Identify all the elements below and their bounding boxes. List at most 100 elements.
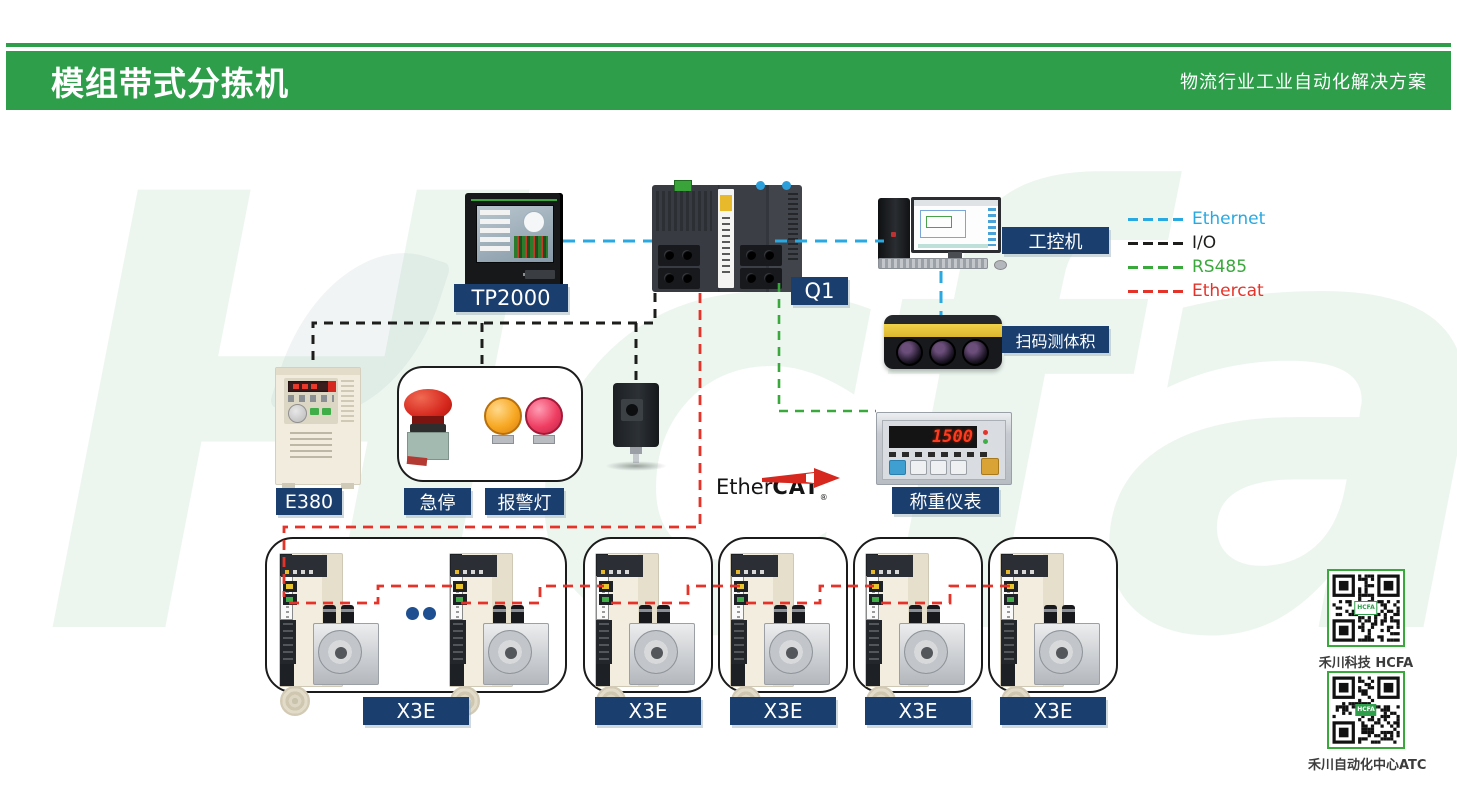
servo-drive-unit	[1000, 553, 1100, 716]
hmi-screen	[476, 205, 554, 263]
qr-pattern	[1332, 574, 1400, 642]
servo-group-box-5	[988, 537, 1118, 716]
plc-vent-grid	[656, 191, 712, 231]
inverter-vent	[341, 380, 354, 424]
inverter-dial	[288, 404, 307, 423]
servo-terminal-block	[450, 620, 466, 664]
hmi-label: TP2000	[454, 284, 568, 312]
sensor-lens	[626, 404, 638, 416]
servo-drive-display	[451, 555, 497, 577]
scale-label: 称重仪表	[892, 487, 999, 514]
scanner-lens	[929, 339, 956, 366]
qr-pattern	[1332, 676, 1400, 744]
page-subtitle: 物流行业工业自动化解决方案	[1180, 71, 1427, 93]
ethernet-dash-icon	[1128, 217, 1184, 221]
alarm-lamp-red	[525, 397, 563, 435]
alarm-light-label: 报警灯	[485, 488, 564, 515]
legend-label: RS485	[1192, 257, 1248, 277]
inverter-green-key	[322, 408, 331, 415]
motor-shaft	[921, 647, 933, 659]
servo-motor-body	[629, 623, 695, 685]
servo-label-1: X3E	[363, 697, 469, 725]
servo-motor-body	[899, 623, 965, 685]
ethercat-port-out	[599, 594, 613, 605]
ethercat-port-out	[869, 594, 883, 605]
estop-label: 急停	[404, 488, 471, 515]
servo-motor-body	[313, 623, 379, 685]
servo-drive-unit	[279, 553, 379, 716]
ethercat-dash-icon	[1128, 289, 1184, 293]
servo-terminal-block	[1001, 620, 1017, 664]
qr-code-hcfa: HCFA	[1327, 569, 1405, 647]
motor-cable-plug	[909, 605, 922, 623]
servo-drive-unit	[595, 553, 695, 716]
ethercat-port-out	[734, 594, 748, 605]
page-title: 模组带式分拣机	[51, 63, 289, 103]
servo-unit-slot	[1000, 553, 1100, 716]
ethercat-arrow-icon	[762, 468, 840, 488]
servo-drive-unit	[865, 553, 965, 716]
inverter-panel	[284, 378, 338, 424]
legend: Ethernet I/O RS485 Ethercat	[1128, 207, 1298, 303]
ipc-monitor	[911, 197, 1001, 253]
servo-terminal-block	[280, 620, 296, 664]
ethercat-port-out	[1004, 594, 1018, 605]
ethercat-logo: EtherCAT®	[716, 468, 846, 504]
ethercat-port-out	[453, 594, 467, 605]
legend-item-ethercat: Ethercat	[1128, 279, 1298, 303]
ethercat-port-in	[283, 581, 297, 592]
rs485-dash-icon	[1128, 265, 1184, 269]
servo-motor-body	[1034, 623, 1100, 685]
photo-sensor-device	[605, 383, 667, 471]
motor-cable-plug	[657, 605, 670, 623]
plc-label: Q1	[791, 277, 848, 305]
meter-button-blue	[889, 460, 906, 475]
servo-unit-slot	[730, 553, 830, 716]
motor-face	[318, 630, 362, 674]
legend-item-io: I/O	[1128, 231, 1298, 255]
servo-bottom-connector	[1001, 664, 1015, 686]
servo-label-4: X3E	[865, 697, 971, 725]
ethercat-port-in	[599, 581, 613, 592]
scanner-lens	[896, 339, 923, 366]
motor-shaft	[1056, 647, 1068, 659]
plc-knob	[782, 181, 791, 190]
meter-button-orange	[981, 458, 999, 475]
inverter-keys	[288, 395, 334, 402]
qr-center-logo: HCFA	[1355, 704, 1377, 716]
motor-cable-plug	[1044, 605, 1057, 623]
legend-label: Ethercat	[1192, 281, 1264, 301]
servo-label-2: X3E	[595, 697, 701, 725]
servo-bottom-connector	[280, 664, 294, 686]
ipc-label: 工控机	[1002, 227, 1109, 254]
meter-button	[950, 460, 967, 475]
lamp-base	[533, 435, 555, 444]
meter-led-red	[983, 430, 988, 435]
motor-cable-plug	[639, 605, 652, 623]
servo-unit-slot	[865, 553, 965, 716]
motor-face	[634, 630, 678, 674]
hmi-screen-chart	[514, 236, 548, 258]
weighing-meter-display: 1500	[889, 426, 977, 448]
servo-label-5: X3E	[1000, 697, 1106, 725]
servo-group-box-2	[583, 537, 713, 716]
keyboard	[878, 258, 988, 269]
inverter-top	[276, 368, 360, 375]
inverter-green-key	[310, 408, 319, 415]
scanner-device	[884, 315, 1002, 369]
ethercat-port-in	[869, 581, 883, 592]
servo-drive-display	[597, 555, 643, 577]
hmi-screen-gauge	[523, 211, 545, 233]
sensor-nut	[630, 447, 642, 454]
qr-panel-hcfa: HCFA 禾川科技 HCFA	[1308, 569, 1424, 671]
ethercat-port-in	[1004, 581, 1018, 592]
ipc-tower	[878, 198, 910, 264]
ethercat-port-in	[453, 581, 467, 592]
motor-cable-plug	[323, 605, 336, 623]
servo-terminal-block	[596, 620, 612, 664]
motor-face	[904, 630, 948, 674]
qr-caption: 禾川自动化中心ATC	[1308, 758, 1427, 773]
plc-logo-chip	[720, 195, 732, 211]
motor-shaft	[651, 647, 663, 659]
